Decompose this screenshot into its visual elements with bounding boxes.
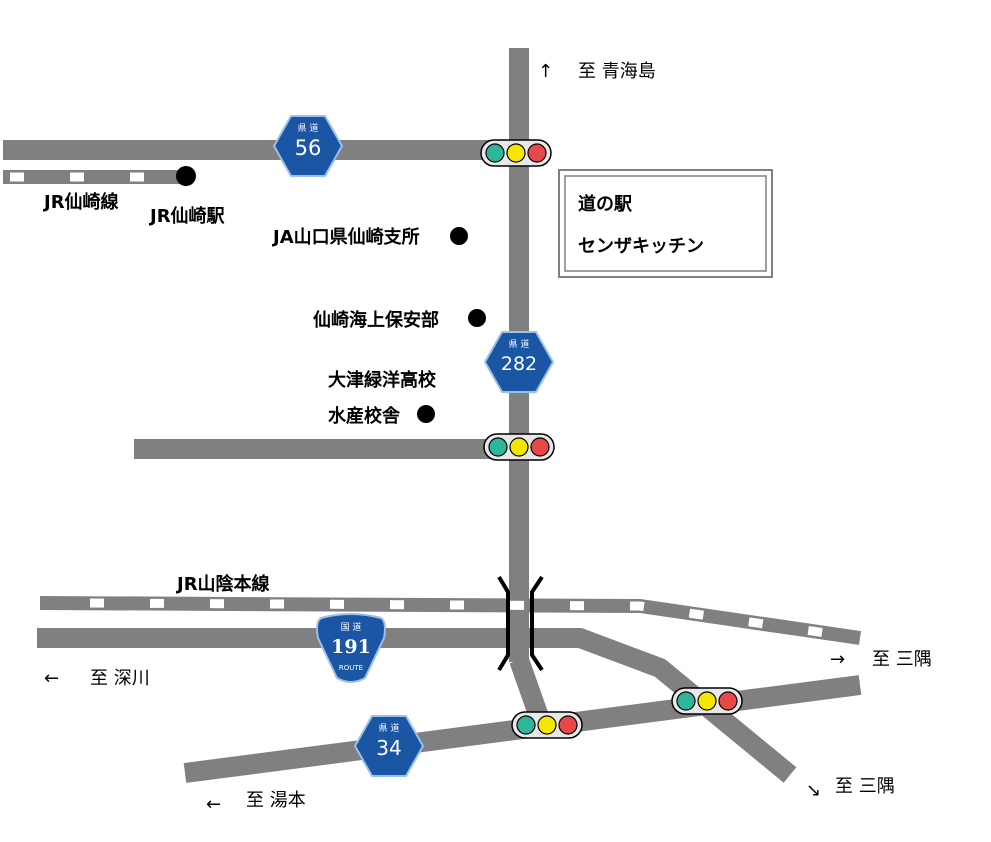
- traffic-signal-icon: [483, 433, 555, 461]
- rail-sanin-line: [39, 596, 862, 645]
- traffic-signal-icon: [671, 687, 743, 715]
- label-jr-senzaki-station: JR仙崎駅: [148, 205, 226, 227]
- place-dot: [450, 227, 468, 245]
- rail-senzaki-line: [3, 166, 196, 186]
- svg-text:191: 191: [331, 636, 371, 658]
- arrow-left-icon: ←: [206, 794, 221, 815]
- direction-north: 至 青海島: [578, 61, 656, 82]
- road-route-191: [37, 628, 797, 783]
- arrow-right-icon: →: [830, 649, 845, 670]
- svg-text:34: 34: [376, 736, 401, 760]
- traffic-signal-icon: [511, 711, 583, 739]
- svg-text:56: 56: [295, 136, 322, 160]
- route-34-sign: 県 道 34: [353, 715, 425, 777]
- label-coast-guard: 仙崎海上保安部: [313, 309, 439, 331]
- direction-southeast: 至 三隅: [835, 776, 895, 797]
- arrow-down-right-icon: ↘: [806, 780, 821, 801]
- direction-southwest: 至 湯本: [246, 790, 306, 811]
- michi-no-eki-box: 道の駅 センザキッチン: [558, 169, 773, 278]
- svg-text:282: 282: [501, 353, 537, 375]
- svg-text:県 道: 県 道: [379, 722, 400, 734]
- traffic-signal-icon: [480, 139, 552, 167]
- direction-east: 至 三隅: [872, 649, 932, 670]
- arrow-up-icon: ↑: [538, 61, 553, 82]
- direction-west: 至 深川: [90, 668, 150, 689]
- svg-text:センザキッチン: センザキッチン: [578, 236, 704, 257]
- label-school-campus: 水産校舎: [328, 405, 401, 427]
- place-dot: [468, 309, 486, 327]
- svg-text:ROUTE: ROUTE: [339, 664, 363, 672]
- route-56-sign: 県 道 56: [272, 115, 344, 177]
- svg-text:県 道: 県 道: [298, 122, 319, 134]
- arrow-left-icon: ←: [44, 668, 59, 689]
- svg-text:県 道: 県 道: [509, 338, 530, 350]
- label-jr-sanin-line: JR山陰本線: [175, 573, 270, 595]
- svg-text:道の駅: 道の駅: [578, 193, 633, 215]
- label-school: 大津緑洋高校: [328, 369, 437, 391]
- label-jr-senzaki-line: JR仙崎線: [42, 191, 119, 213]
- station-dot: [176, 166, 196, 186]
- overpass-icon: [497, 575, 544, 672]
- route-191-sign: 国 道 191 ROUTE: [316, 613, 386, 683]
- label-ja-branch: JA山口県仙崎支所: [271, 226, 420, 248]
- place-dot: [417, 405, 435, 423]
- route-282-sign: 県 道 282: [483, 331, 555, 393]
- svg-text:国 道: 国 道: [341, 621, 362, 633]
